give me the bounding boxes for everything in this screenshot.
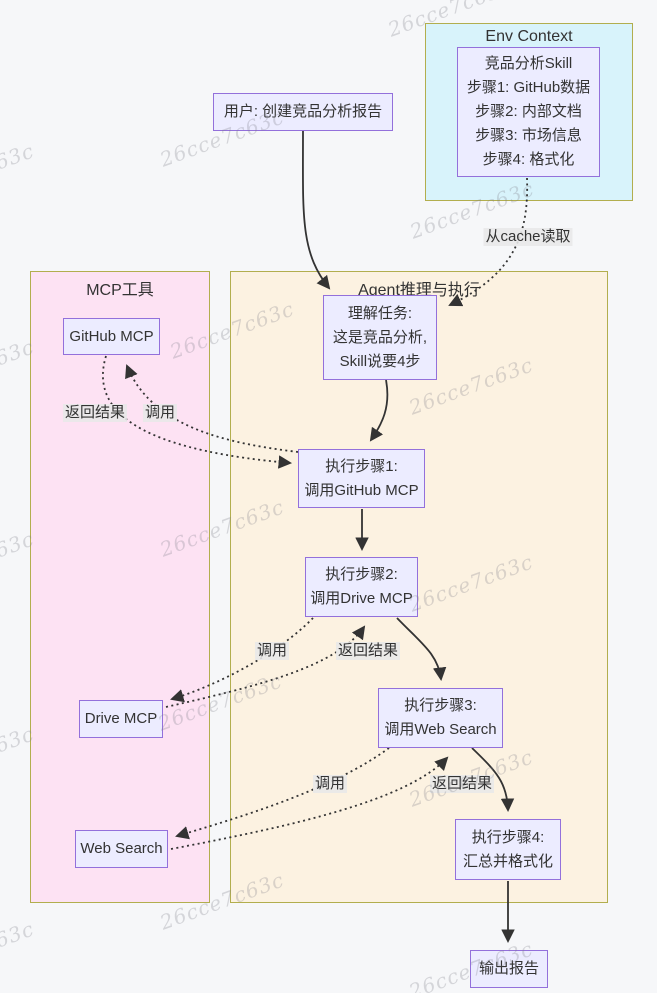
web-search-label: Web Search	[80, 840, 163, 857]
watermark-text: 26cce7c63c	[0, 138, 38, 206]
understand-line1: 理解任务:	[347, 304, 413, 322]
node-understand-task: 理解任务: 这是竞品分析, Skill说要4步	[323, 295, 437, 380]
edge-label-return-drive: 返回结果	[335, 642, 401, 660]
edge-label-from-cache: 从cache读取	[483, 228, 573, 246]
github-mcp-label: GitHub MCP	[69, 327, 154, 345]
node-exec-step1: 执行步骤1: 调用GitHub MCP	[298, 449, 425, 508]
edge-label-call-drive: 调用	[254, 642, 290, 660]
watermark-text: 26cce7c63c	[0, 916, 38, 984]
step2-line1: 执行步骤2:	[325, 566, 398, 583]
node-skill-card: 竞品分析Skill 步骤1: GitHub数据 步骤2: 内部文档 步骤3: 市…	[457, 47, 600, 177]
node-user-label: 用户: 创建竞品分析报告	[223, 103, 383, 120]
node-exec-step3: 执行步骤3: 调用Web Search	[378, 688, 503, 748]
env-context-title: Env Context	[485, 28, 573, 45]
understand-line2: 这是竞品分析,	[332, 328, 428, 346]
node-web-search: Web Search	[75, 830, 168, 868]
edge-user-to-understand	[302, 130, 331, 290]
node-drive-mcp: Drive MCP	[79, 700, 163, 738]
skill-step2: 步骤2: 内部文档	[475, 103, 582, 120]
step3-line1: 执行步骤3:	[404, 697, 477, 714]
node-github-mcp: GitHub MCP	[63, 318, 160, 355]
edge-label-call-web: 调用	[312, 775, 348, 793]
node-exec-step4: 执行步骤4: 汇总并格式化	[455, 819, 561, 880]
skill-step3: 步骤3: 市场信息	[475, 127, 582, 144]
drive-mcp-label: Drive MCP	[84, 710, 158, 727]
edge-label-return-github: 返回结果	[62, 404, 128, 422]
output-report-label: 输出报告	[478, 960, 539, 977]
skill-step1: 步骤1: GitHub数据	[466, 79, 591, 96]
step4-line1: 执行步骤4:	[471, 828, 545, 846]
node-exec-step2: 执行步骤2: 调用Drive MCP	[305, 557, 418, 617]
step3-line2: 调用Web Search	[384, 721, 497, 738]
step1-line2: 调用GitHub MCP	[304, 481, 419, 499]
understand-line3: Skill说要4步	[339, 352, 421, 370]
mcp-tools-title: MCP工具	[86, 282, 154, 299]
edge-label-call-github: 调用	[142, 404, 178, 422]
step2-line2: 调用Drive MCP	[310, 590, 413, 607]
step1-line1: 执行步骤1:	[325, 457, 398, 475]
skill-title: 竞品分析Skill	[484, 55, 573, 72]
node-user-request: 用户: 创建竞品分析报告	[213, 93, 393, 131]
edge-label-return-web: 返回结果	[429, 775, 495, 793]
skill-step4: 步骤4: 格式化	[482, 151, 575, 168]
step4-line2: 汇总并格式化	[462, 852, 553, 870]
mcp-tools-container: MCP工具	[30, 271, 210, 903]
node-output-report: 输出报告	[470, 950, 548, 988]
